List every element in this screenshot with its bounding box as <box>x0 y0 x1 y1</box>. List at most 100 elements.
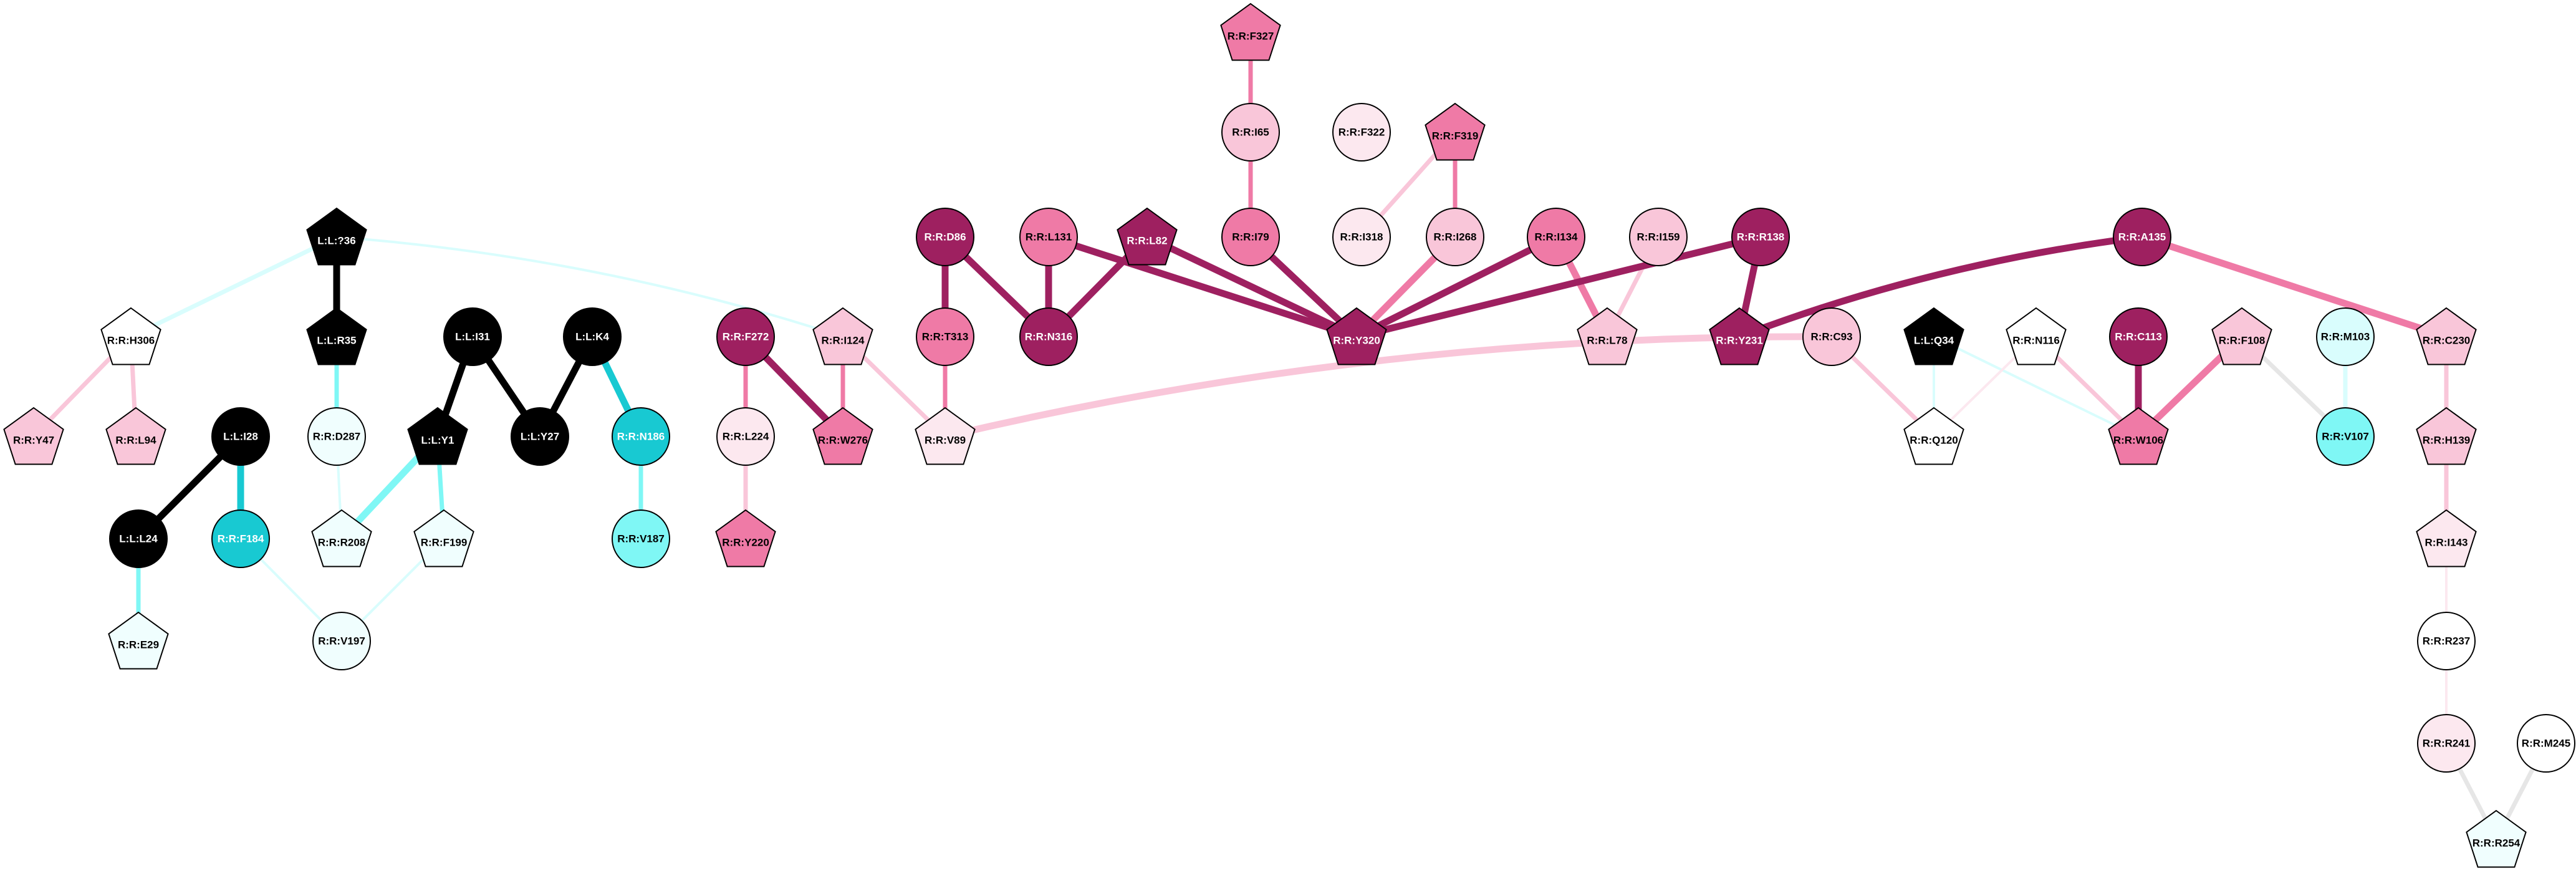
node-r-r-r241[interactable]: R:R:R241 <box>2417 714 2476 773</box>
node-circle-shape <box>2109 307 2168 366</box>
node-circle-shape <box>1629 208 1688 266</box>
node-l-l-i28[interactable]: L:L:I28 <box>211 407 270 466</box>
node-r-r-y231[interactable]: R:R:Y231 <box>1709 307 1770 365</box>
node-label: R:R:V89 <box>925 435 966 446</box>
node-r-r-f108[interactable]: R:R:F108 <box>2211 307 2272 365</box>
node-r-r-i79[interactable]: R:R:I79 <box>1221 208 1280 266</box>
node-r-r-l224[interactable]: R:R:L224 <box>716 407 775 466</box>
edge-r-r-c93-to-r-r-v89 <box>941 333 1835 440</box>
edge-r-r-r138-to-r-r-y320 <box>1353 233 1764 340</box>
node-l-l-36[interactable]: L:L:?36 <box>306 207 367 266</box>
node-r-r-d86[interactable]: R:R:D86 <box>916 208 974 266</box>
node-l-l-i31[interactable]: L:L:I31 <box>443 307 502 366</box>
node-r-r-f319[interactable]: R:R:F319 <box>1425 102 1486 161</box>
node-label: L:L:Y1 <box>421 435 454 446</box>
node-circle-shape <box>612 407 670 466</box>
node-pentagon-shape <box>2466 809 2527 868</box>
node-r-r-f322[interactable]: R:R:F322 <box>1332 103 1391 162</box>
node-label: L:L:R35 <box>317 335 356 347</box>
node-r-r-r237[interactable]: R:R:R237 <box>2417 612 2476 670</box>
node-l-l-l24[interactable]: L:L:L24 <box>109 509 168 568</box>
node-pentagon-shape <box>1117 207 1178 266</box>
node-label: R:R:M245 <box>2522 738 2570 750</box>
node-r-r-l78[interactable]: R:R:L78 <box>1577 307 1638 365</box>
node-r-r-i143[interactable]: R:R:I143 <box>2416 509 2477 567</box>
node-pentagon-shape <box>2416 407 2477 465</box>
node-r-r-i65[interactable]: R:R:I65 <box>1221 103 1280 162</box>
edge-r-r-a135-to-r-r-y231 <box>1736 233 2146 340</box>
node-r-r-d287[interactable]: R:R:D287 <box>307 407 366 466</box>
node-r-r-y220[interactable]: R:R:Y220 <box>715 509 776 567</box>
node-r-r-i159[interactable]: R:R:I159 <box>1629 208 1688 266</box>
node-label: R:R:R237 <box>2423 635 2471 647</box>
node-r-r-f272[interactable]: R:R:F272 <box>716 307 775 366</box>
node-r-r-v89[interactable]: R:R:V89 <box>915 407 976 465</box>
node-r-r-h139[interactable]: R:R:H139 <box>2416 407 2477 465</box>
node-label: L:L:?36 <box>317 235 355 247</box>
node-pentagon-shape <box>2416 509 2477 567</box>
node-r-r-i124[interactable]: R:R:I124 <box>812 307 873 365</box>
node-r-r-c93[interactable]: R:R:C93 <box>1802 307 1861 366</box>
node-r-r-i318[interactable]: R:R:I318 <box>1332 208 1391 266</box>
node-r-r-l82[interactable]: R:R:L82 <box>1117 207 1178 266</box>
node-pentagon-shape <box>1903 307 1964 365</box>
node-r-r-v187[interactable]: R:R:V187 <box>612 509 670 568</box>
node-r-r-t313[interactable]: R:R:T313 <box>916 307 974 366</box>
node-pentagon-shape <box>108 611 169 670</box>
node-r-r-r138[interactable]: R:R:R138 <box>1731 208 1790 266</box>
edge-l-l-36-to-r-r-i124 <box>335 236 844 338</box>
node-r-r-v197[interactable]: R:R:V197 <box>312 612 371 670</box>
node-l-l-r35[interactable]: L:L:R35 <box>306 307 367 365</box>
node-label: R:R:D287 <box>313 431 361 443</box>
node-label: R:R:R138 <box>1737 231 1785 243</box>
node-r-r-m245[interactable]: R:R:M245 <box>2517 714 2575 773</box>
node-r-r-y47[interactable]: R:R:Y47 <box>3 407 64 465</box>
node-r-r-h306[interactable]: R:R:H306 <box>100 307 161 365</box>
node-r-r-q120[interactable]: R:R:Q120 <box>1903 407 1964 465</box>
node-r-r-i268[interactable]: R:R:I268 <box>1426 208 1484 266</box>
node-r-r-c113[interactable]: R:R:C113 <box>2109 307 2168 366</box>
node-label: R:R:F319 <box>1432 130 1479 142</box>
node-r-r-c230[interactable]: R:R:C230 <box>2416 307 2477 365</box>
node-r-r-v107[interactable]: R:R:V107 <box>2316 407 2375 466</box>
node-l-l-y27[interactable]: L:L:Y27 <box>511 407 569 466</box>
node-r-r-m103[interactable]: R:R:M103 <box>2316 307 2375 366</box>
node-label: R:R:I143 <box>2425 537 2468 549</box>
node-r-r-n316[interactable]: R:R:N316 <box>1019 307 1078 366</box>
node-l-l-y1[interactable]: L:L:Y1 <box>407 407 468 465</box>
node-label: R:R:L94 <box>115 435 156 446</box>
node-circle-shape <box>1527 208 1585 266</box>
node-label: L:L:K4 <box>575 331 609 343</box>
node-label: L:L:Y27 <box>521 431 559 443</box>
node-pentagon-shape <box>2211 307 2272 365</box>
node-r-r-r254[interactable]: R:R:R254 <box>2466 809 2527 868</box>
node-label: R:R:Y231 <box>1716 335 1763 347</box>
node-r-r-n186[interactable]: R:R:N186 <box>612 407 670 466</box>
node-pentagon-shape <box>306 307 367 365</box>
node-r-r-f184[interactable]: R:R:F184 <box>211 509 270 568</box>
node-pentagon-shape <box>715 509 776 567</box>
node-label: R:R:R254 <box>2473 837 2521 849</box>
node-r-r-l131[interactable]: R:R:L131 <box>1019 208 1078 266</box>
node-r-r-w276[interactable]: R:R:W276 <box>812 407 873 465</box>
node-circle-shape <box>1731 208 1790 266</box>
node-l-l-k4[interactable]: L:L:K4 <box>563 307 622 366</box>
node-r-r-n116[interactable]: R:R:N116 <box>2006 307 2067 365</box>
node-r-r-w106[interactable]: R:R:W106 <box>2108 407 2169 465</box>
node-r-r-y320[interactable]: R:R:Y320 <box>1326 307 1387 365</box>
node-r-r-e29[interactable]: R:R:E29 <box>108 611 169 670</box>
node-r-r-l94[interactable]: R:R:L94 <box>105 407 166 465</box>
node-l-l-q34[interactable]: L:L:Q34 <box>1903 307 1964 365</box>
node-circle-shape <box>307 407 366 466</box>
node-pentagon-shape <box>1903 407 1964 465</box>
node-pentagon-shape <box>2416 307 2477 365</box>
node-r-r-f199[interactable]: R:R:F199 <box>413 509 474 567</box>
node-r-r-a135[interactable]: R:R:A135 <box>2113 208 2171 266</box>
node-r-r-i134[interactable]: R:R:I134 <box>1527 208 1585 266</box>
node-pentagon-shape <box>105 407 166 465</box>
node-label: R:R:M103 <box>2321 331 2370 343</box>
node-r-r-f327[interactable]: R:R:F327 <box>1220 2 1281 61</box>
node-pentagon-shape <box>812 307 873 365</box>
node-r-r-r208[interactable]: R:R:R208 <box>311 509 372 567</box>
node-pentagon-shape <box>1425 102 1486 161</box>
